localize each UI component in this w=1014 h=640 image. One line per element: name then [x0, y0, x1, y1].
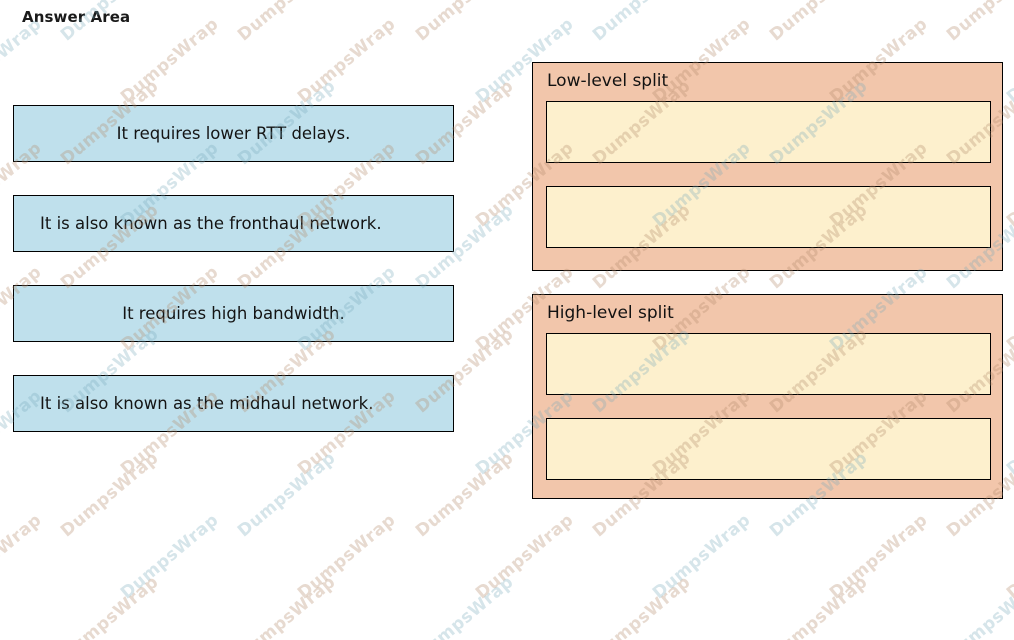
watermark-row: DumpsWrap DumpsWrap DumpsWrap DumpsWrap Dump…: [0, 510, 1014, 624]
watermark-text: DumpsWrap: [117, 510, 223, 604]
watermark-row: DumpsWrap DumpsWrap DumpsWrap DumpsWrap Dump…: [0, 0, 1014, 66]
watermark-text: DumpsWrap: [648, 510, 755, 604]
watermark-text: DumpsWrap: [0, 510, 46, 604]
option-tile-label: It is also known as the midhaul network.: [40, 394, 374, 413]
watermark-text: DumpsWrap: [234, 572, 341, 640]
target-panel-high-level-split: High-level split: [532, 294, 1003, 499]
watermark-text: DumpsWrap: [1003, 510, 1014, 604]
drop-slot-high-1[interactable]: [546, 332, 991, 395]
panel-heading-high-level-split: High-level split: [547, 303, 674, 323]
watermark-text: DumpsWrap: [117, 14, 223, 108]
target-panel-low-level-split: Low-level split: [532, 62, 1003, 271]
watermark-text: DumpsWrap: [294, 14, 401, 108]
option-tile-high-bandwidth[interactable]: It requires high bandwidth.: [13, 285, 454, 342]
watermark-text: DumpsWrap: [1003, 386, 1014, 480]
watermark-text: DumpsWrap: [1003, 262, 1014, 356]
watermark-text: DumpsWrap: [1003, 14, 1014, 108]
option-tile-label: It requires high bandwidth.: [122, 304, 345, 323]
watermark-text: DumpsWrap: [234, 0, 340, 45]
option-tile-label: It is also known as the fronthaul networ…: [40, 214, 382, 233]
targets-column: Low-level split High-level split: [532, 62, 1003, 499]
drop-slot-low-2[interactable]: [546, 185, 991, 248]
watermark-text: DumpsWrap: [471, 510, 578, 604]
watermark-text: DumpsWrap: [589, 0, 695, 45]
option-tile-rtt-delays[interactable]: It requires lower RTT delays.: [13, 105, 454, 162]
watermark-text: DumpsWrap: [294, 510, 401, 604]
watermark-text: DumpsWrap: [943, 572, 1014, 640]
watermark-text: DumpsWrap: [766, 572, 872, 640]
drop-slot-low-1[interactable]: [546, 100, 991, 163]
watermark-text: DumpsWrap: [766, 0, 872, 45]
watermark-text: DumpsWrap: [943, 0, 1014, 45]
page-title: Answer Area: [22, 8, 131, 26]
watermark-text: DumpsWrap: [826, 510, 932, 604]
panel-heading-low-level-split: Low-level split: [547, 71, 669, 91]
options-column: It requires lower RTT delays. It is also…: [13, 105, 454, 465]
drop-slot-high-2[interactable]: [546, 417, 991, 480]
watermark-text: DumpsWrap: [57, 572, 163, 640]
option-tile-midhaul-network[interactable]: It is also known as the midhaul network.: [13, 375, 454, 432]
watermark-text: DumpsWrap: [588, 572, 695, 640]
watermark-row: DumpsWrapDumpsWrapDumpsWrapDumpsWrapDump…: [0, 0, 1014, 4]
watermark-text: DumpsWrap: [411, 572, 518, 640]
option-tile-label: It requires lower RTT delays.: [116, 124, 351, 143]
watermark-text: DumpsWrap: [1003, 138, 1014, 232]
watermark-text: DumpsWrap: [0, 14, 46, 108]
watermark-row: DumpsWrap DumpsWrap DumpsWrap DumpsWrap Dump…: [0, 572, 1014, 640]
option-tile-fronthaul-network[interactable]: It is also known as the fronthaul networ…: [13, 195, 454, 252]
watermark-text: DumpsWrap: [412, 0, 518, 45]
